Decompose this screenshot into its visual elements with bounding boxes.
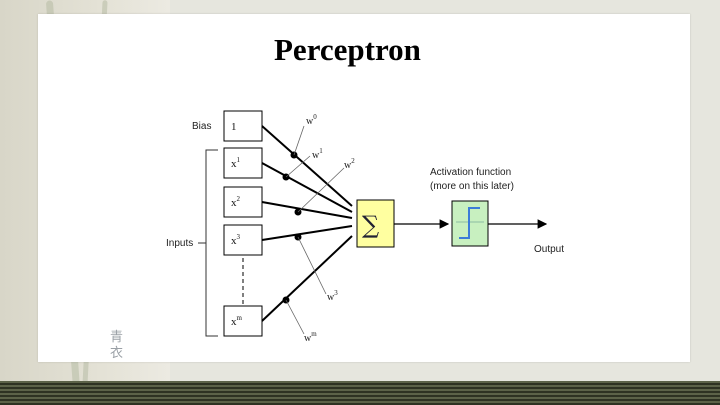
inputs-brace bbox=[205, 149, 218, 337]
input-label-3: x3 bbox=[231, 233, 241, 247]
summation-symbol: ∑ bbox=[362, 211, 379, 239]
input-node-m bbox=[223, 305, 263, 337]
bias-node bbox=[223, 110, 263, 142]
weight-label-m: wm bbox=[304, 330, 317, 344]
bias-label: Bias bbox=[192, 121, 211, 132]
edge-input-2 bbox=[261, 201, 353, 219]
bottom-decor-band bbox=[0, 381, 720, 405]
input-node-2 bbox=[223, 186, 263, 218]
input-label-m: xm bbox=[231, 314, 243, 328]
weight-leader-3 bbox=[297, 236, 327, 295]
activation-label-line1: Activation function bbox=[430, 167, 511, 178]
inputs-label: Inputs bbox=[166, 238, 193, 249]
weight-leader-1 bbox=[285, 155, 311, 178]
slide-title: Perceptron bbox=[274, 32, 421, 67]
bias-value: 1 bbox=[231, 121, 237, 133]
input-label-1: x1 bbox=[231, 156, 241, 170]
summation-node bbox=[356, 199, 395, 248]
edge-input-1 bbox=[261, 162, 353, 213]
weight-label-2: w2 bbox=[344, 157, 355, 171]
input-node-1 bbox=[223, 147, 263, 179]
input-label-2: x2 bbox=[231, 195, 241, 209]
watermark-text: 青衣 bbox=[110, 330, 124, 361]
edge-input-3 bbox=[261, 225, 353, 241]
step-function-curve bbox=[459, 207, 480, 239]
edge-input-m bbox=[261, 235, 353, 322]
edge-bias bbox=[261, 125, 353, 207]
weight-leader-m bbox=[285, 299, 305, 335]
activation-label-line2: (more on this later) bbox=[430, 181, 514, 192]
output-label: Output bbox=[534, 244, 564, 255]
slide-canvas bbox=[38, 14, 690, 362]
weight-label-3: w3 bbox=[327, 289, 338, 303]
weight-label-0: w0 bbox=[306, 113, 317, 127]
input-node-3 bbox=[223, 224, 263, 256]
weight-label-1: w1 bbox=[312, 147, 323, 161]
weight-leader-0 bbox=[293, 125, 305, 156]
weight-leader-2 bbox=[297, 167, 345, 213]
